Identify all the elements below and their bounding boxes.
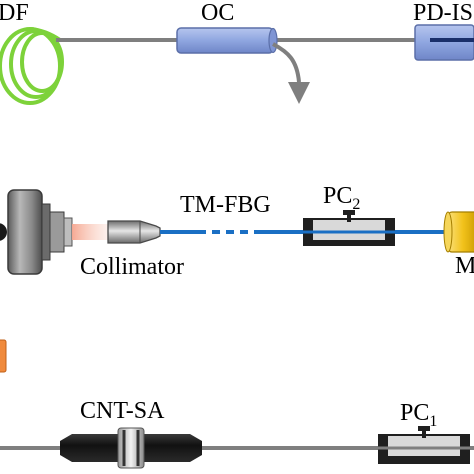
collimator-icon bbox=[107, 220, 161, 244]
label-pd: PD-IS bbox=[413, 0, 473, 26]
optical-coupler-icon bbox=[176, 27, 278, 54]
mirror-icon bbox=[443, 211, 474, 253]
fiber-coil-icon bbox=[0, 27, 64, 105]
polarization-controller-1-icon bbox=[378, 426, 470, 464]
label-pc2: PC2 bbox=[323, 183, 360, 213]
label-tmfbg: TM-FBG bbox=[180, 192, 271, 218]
polarization-controller-2-icon bbox=[303, 210, 395, 246]
photodetector-icon bbox=[414, 24, 474, 61]
laser-beam bbox=[72, 224, 110, 240]
output-arrow-icon bbox=[272, 42, 310, 104]
label-cntsa: CNT-SA bbox=[80, 398, 165, 424]
label-collimator: Collimator bbox=[80, 254, 184, 280]
label-df: DF bbox=[0, 0, 29, 26]
laser-mount-icon bbox=[0, 189, 73, 275]
saturable-absorber-icon bbox=[60, 427, 202, 469]
partial-component bbox=[0, 339, 7, 373]
label-oc: OC bbox=[201, 0, 234, 26]
label-pc1: PC1 bbox=[400, 400, 437, 430]
label-m: M bbox=[455, 253, 474, 279]
